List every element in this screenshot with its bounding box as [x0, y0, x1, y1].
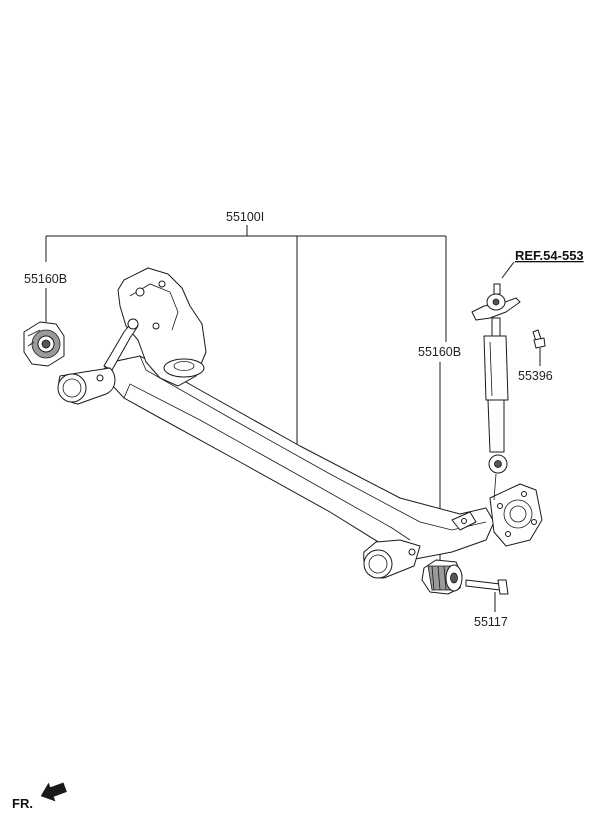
label-bushing-left: 55160B: [24, 272, 67, 286]
bushing-left-part: [23, 321, 65, 367]
bolt-small-part: [532, 329, 546, 349]
hub-plate-ring: [503, 499, 533, 529]
left-eye-bore: [62, 378, 82, 398]
leader-lines: [45, 225, 541, 612]
shock-body-highlight: [489, 341, 493, 397]
hub-stud-3: [505, 531, 511, 537]
label-bolt-small: 55396: [518, 369, 553, 383]
beam-lower-edge: [123, 383, 411, 541]
right-eye-bore: [368, 554, 388, 574]
label-bushing-right: 55160B: [418, 345, 461, 359]
shock-body-lower: [487, 399, 505, 453]
bushing-right-ribs: [431, 565, 453, 591]
shock-top-eye-bore: [492, 298, 500, 306]
shock-mount-line: [493, 473, 497, 501]
beam-crease: [139, 355, 487, 531]
hub-plate: [489, 483, 543, 547]
bolt-long-shank: [465, 579, 501, 591]
shock-absorber-part: [471, 283, 521, 501]
hub-plate-center: [509, 505, 527, 523]
bolt-long-head: [497, 579, 509, 595]
right-eye-bolt: [408, 548, 416, 556]
spring-seat: [163, 358, 205, 378]
hub-stud-2: [531, 519, 537, 525]
left-eye-ring: [57, 373, 87, 403]
front-arrow-shape: [40, 782, 67, 802]
shock-top-stud: [493, 283, 501, 295]
shock-lower-eye-bore: [494, 460, 502, 468]
bushing-left-core: [41, 339, 51, 349]
shock-rod: [491, 317, 501, 337]
left-bracket-detail: [129, 283, 179, 331]
label-reference: REF.54-553: [515, 248, 584, 263]
left-eye-bolt: [96, 374, 104, 382]
label-front-marker: FR.: [12, 796, 33, 811]
left-bracket-hole-2: [158, 280, 166, 288]
hub-stud-1: [521, 491, 527, 497]
bushing-left-ribs: [27, 329, 41, 347]
bolt-long-part: [465, 579, 509, 595]
right-small-bracket-hole: [461, 518, 467, 524]
left-bracket-hole-1: [135, 287, 145, 297]
right-eye-ring: [363, 549, 393, 579]
bushing-right-core: [450, 572, 458, 584]
left-link-eye: [127, 318, 139, 330]
reference-leader: [501, 261, 515, 279]
bolt-small-head: [533, 337, 546, 349]
left-bracket-hole-3: [152, 322, 160, 330]
bushing-right-part: [421, 559, 463, 595]
label-bolt-long: 55117: [474, 615, 508, 629]
shock-body-upper: [483, 335, 509, 401]
hub-stud-4: [497, 503, 503, 509]
spring-seat-inner: [173, 361, 195, 371]
front-arrow-icon: [40, 782, 67, 802]
torsion-beam-axle: [57, 267, 543, 579]
label-assembly: 55100I: [226, 210, 264, 224]
